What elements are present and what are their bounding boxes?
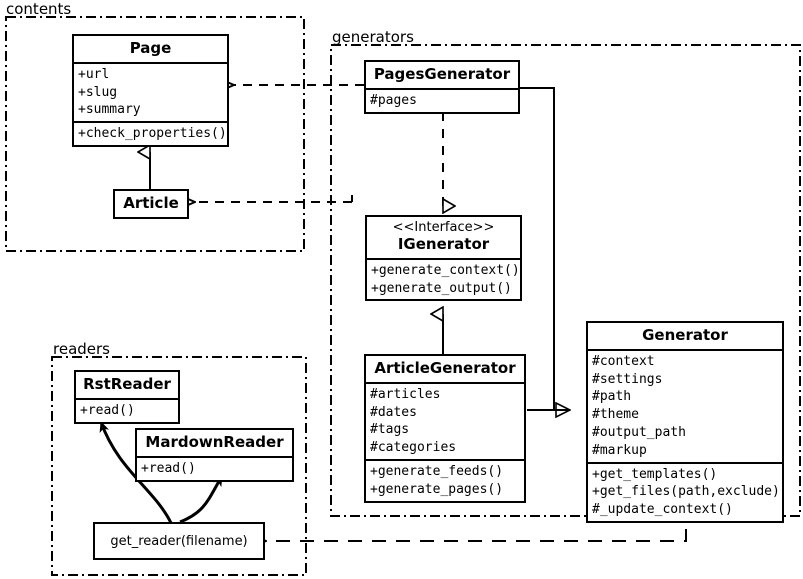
operation: +get_templates() <box>592 466 718 482</box>
attribute: +slug <box>78 84 118 100</box>
class-box-page[interactable]: Page +url +slug +summary +check_properti… <box>72 34 229 147</box>
class-title-article-generator: ArticleGenerator <box>374 359 516 377</box>
class-title-rst-reader: RstReader <box>83 375 171 393</box>
operation: +generate_context() <box>371 262 520 278</box>
attribute: #pages <box>370 92 417 108</box>
attribute: #path <box>592 389 632 405</box>
edge-pagesgenerator-inherits-generator <box>520 87 570 410</box>
attribute: #articles <box>370 386 441 402</box>
attribute: #output_path <box>592 424 686 440</box>
function-box-get-reader[interactable]: get_reader(filename) <box>93 522 265 560</box>
attribute: #dates <box>370 404 417 420</box>
attribute: #markup <box>592 442 647 458</box>
operation: +read() <box>80 402 135 418</box>
class-title-generator: Generator <box>642 326 728 344</box>
class-box-article-generator[interactable]: ArticleGenerator #articles #dates #tags … <box>364 354 526 503</box>
class-title-page: Page <box>129 39 172 57</box>
class-stereotype-igenerator: <<Interface>> <box>392 220 495 235</box>
class-box-article[interactable]: Article <box>113 189 189 219</box>
package-label-readers: readers <box>53 340 110 358</box>
class-title-igenerator: <<Interface>> IGenerator <box>367 217 520 258</box>
operation: +read() <box>141 460 196 476</box>
attribute: #categories <box>370 440 457 456</box>
package-label-generators: generators <box>332 28 414 46</box>
class-attributes-pages-generator: #pages <box>366 87 518 112</box>
class-name-igenerator: IGenerator <box>397 234 490 253</box>
operation: +get_files(path,exclude) <box>592 484 780 500</box>
edge-get-reader-creates-mardownreader <box>179 475 224 524</box>
attribute: #settings <box>592 371 663 387</box>
class-operations-page: +check_properties() <box>74 121 227 145</box>
attribute: #context <box>592 353 655 369</box>
attribute: +url <box>78 66 110 82</box>
class-operations-rst-reader: +read() <box>76 397 178 422</box>
class-title-pages-generator: PagesGenerator <box>373 65 511 83</box>
class-box-pages-generator[interactable]: PagesGenerator #pages <box>364 60 520 114</box>
package-label-contents: contents <box>6 0 72 18</box>
operation: #_update_context() <box>592 502 733 518</box>
class-box-rst-reader[interactable]: RstReader +read() <box>74 370 180 424</box>
class-operations-generator: +get_templates() +get_files(path,exclude… <box>588 461 782 521</box>
class-attributes-page: +url +slug +summary <box>74 61 227 121</box>
class-operations-igenerator: +generate_context() +generate_output() <box>367 257 520 300</box>
class-box-igenerator[interactable]: <<Interface>> IGenerator +generate_conte… <box>365 215 522 302</box>
function-label-get-reader: get_reader(filename) <box>110 533 248 549</box>
attribute: +summary <box>78 102 141 118</box>
class-attributes-article-generator: #articles #dates #tags #categories <box>366 381 524 459</box>
attribute: #tags <box>370 422 410 438</box>
class-operations-article-generator: +generate_feeds() +generate_pages() <box>366 458 524 501</box>
class-box-mardown-reader[interactable]: MardownReader +read() <box>135 428 294 482</box>
class-box-generator[interactable]: Generator #context #settings #path #them… <box>586 321 784 523</box>
operation: +generate_pages() <box>370 481 504 497</box>
class-attributes-generator: #context #settings #path #theme #output_… <box>588 348 782 462</box>
operation: +generate_output() <box>371 280 512 296</box>
class-title-article: Article <box>123 194 179 212</box>
class-operations-mardown-reader: +read() <box>137 455 292 480</box>
attribute: #theme <box>592 407 639 423</box>
operation: +generate_feeds() <box>370 463 504 479</box>
class-title-mardown-reader: MardownReader <box>145 433 284 451</box>
operation: +check_properties() <box>78 126 227 142</box>
